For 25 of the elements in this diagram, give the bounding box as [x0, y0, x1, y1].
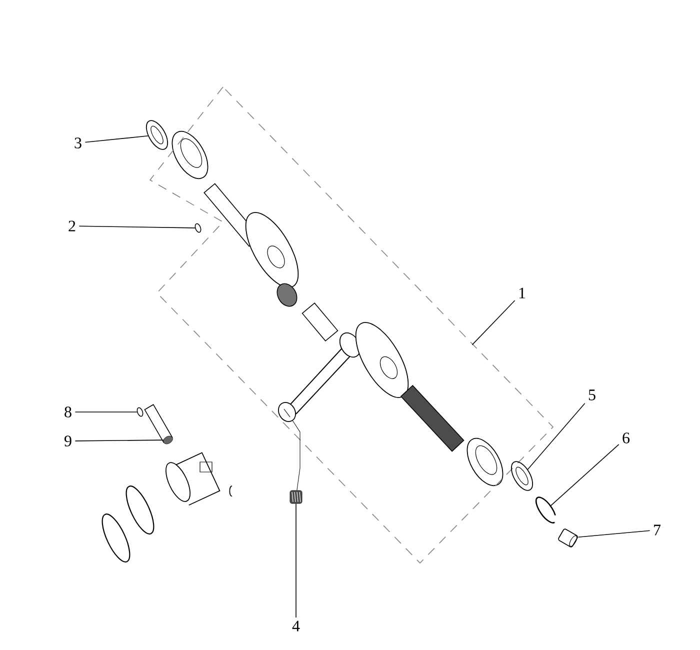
nut — [558, 528, 578, 548]
needle-bearing — [290, 490, 302, 504]
piston-pin — [144, 404, 173, 444]
key — [194, 223, 202, 233]
leader-line — [84, 136, 148, 143]
leader-line — [527, 402, 586, 470]
leader-line — [78, 226, 196, 228]
retaining-clip — [136, 407, 144, 417]
callout-number: 8 — [64, 406, 72, 418]
callout-number: 7 — [654, 524, 661, 536]
leader-line — [578, 530, 650, 538]
callout-number: 9 — [64, 436, 72, 446]
callout-number: 3 — [74, 138, 82, 148]
callout-number: 1 — [519, 288, 526, 298]
callout-number: 6 — [622, 432, 630, 444]
leader-line — [550, 444, 620, 506]
circlip — [535, 496, 556, 524]
callout-number: 4 — [292, 620, 300, 632]
seal-ring — [146, 120, 168, 150]
leader-line — [292, 420, 300, 491]
callout-number: 5 — [588, 390, 596, 400]
callout-number: 2 — [68, 220, 76, 232]
leader-line — [472, 300, 516, 346]
seal-ring — [511, 461, 534, 491]
leader-line — [74, 440, 164, 442]
